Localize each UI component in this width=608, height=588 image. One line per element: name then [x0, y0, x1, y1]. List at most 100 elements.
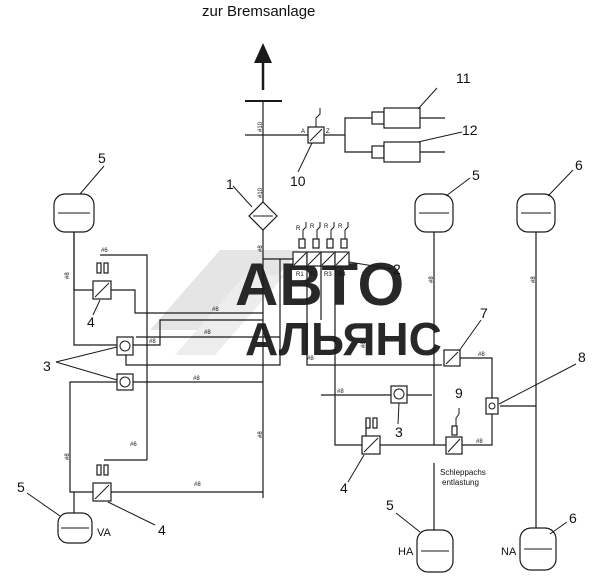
pipe-front-right-loop [100, 254, 148, 460]
callout-4c: 4 [158, 522, 166, 538]
check-valve-1 [248, 201, 278, 231]
callout-11: 11 [456, 70, 471, 86]
level-valve-4-right [361, 417, 381, 455]
pipe-label: #6 [101, 248, 108, 254]
note-line-1: Schleppachs [440, 468, 486, 477]
air-bellows-tag-upper [516, 193, 556, 233]
leader-1 [232, 185, 253, 208]
pipe-label: #8 [193, 376, 200, 382]
pipe-cross-2 [125, 259, 281, 366]
pipe-bellows-to-valve-4 [73, 232, 93, 291]
axle-label-na: NA [501, 546, 517, 558]
callout-2: 2 [393, 261, 401, 277]
callout-6b: 6 [569, 510, 577, 526]
arrow-up-icon [254, 43, 272, 90]
pipe-valve-3b-left [69, 381, 117, 493]
valve-8 [485, 397, 499, 415]
relay-valve-3c [390, 385, 408, 404]
pipe-label: #8 [476, 439, 483, 445]
port-r2: R2 [310, 272, 318, 278]
leader-3b [55, 361, 118, 381]
leader-8 [498, 363, 577, 405]
leader-4c [107, 501, 156, 526]
leader-2 [348, 261, 393, 270]
leader-4b [347, 454, 365, 483]
callout-12: 12 [462, 122, 478, 138]
leader-3a [55, 346, 118, 363]
leader-11 [417, 87, 438, 110]
watermark-text-2: АЛЬЯНС [245, 313, 442, 365]
pipe-valve-3a-to-main [133, 319, 263, 346]
pipe-to-cylinders [324, 117, 372, 153]
callout-9: 9 [455, 385, 463, 401]
title: zur Bremsanlage [202, 3, 315, 20]
callout-3a: 3 [43, 358, 51, 374]
leader-12 [417, 131, 463, 143]
callout-4b: 4 [340, 480, 348, 496]
leader-4a [92, 299, 101, 316]
callout-5c: 5 [472, 167, 480, 183]
callout-8: 8 [578, 349, 586, 365]
pipe-label: #8 [361, 341, 367, 348]
callout-3b: 3 [395, 424, 403, 440]
pipe-label: #8 [149, 339, 156, 345]
callout-7: 7 [480, 305, 488, 321]
pipe-label: #8 [429, 276, 435, 283]
pipe-left-to-valve-3a [73, 232, 117, 346]
watermark-logo-wing-2 [175, 275, 285, 355]
leader-5c [445, 177, 471, 197]
axle-label-va: VA [97, 527, 112, 539]
r-letter-1: R [296, 226, 301, 232]
leader-5d [395, 512, 421, 533]
cylinder-11 [371, 107, 445, 129]
callout-6a: 6 [575, 157, 583, 173]
air-bellows-tag-lower [519, 527, 557, 571]
callout-5a: 5 [98, 150, 106, 166]
valve-9 [445, 408, 463, 455]
leader-7 [458, 319, 482, 352]
leader-10 [297, 142, 313, 173]
leader-3c [397, 402, 400, 425]
callout-5d: 5 [386, 497, 394, 513]
pipe-valve-7-to-8 [460, 357, 493, 398]
pipe-label: #8 [258, 431, 264, 438]
leader-6a [547, 169, 574, 197]
leader-5b [26, 492, 61, 517]
relay-valve-3b [116, 373, 134, 391]
level-valve-4-upper: R1 [92, 262, 112, 300]
port-z: Z [326, 129, 330, 135]
note-line-2: entlastung [442, 478, 479, 487]
pipe-label: #8 [258, 245, 264, 252]
pipe-r3-to-valve-4 [334, 266, 362, 446]
cylinder-12 [371, 141, 445, 163]
pipe-label: #8 [65, 272, 71, 279]
pipe-label: #8 [204, 330, 211, 336]
callout-10: 10 [290, 173, 306, 189]
pipe-label: #8 [212, 307, 219, 313]
air-bellows-front-lower [57, 512, 93, 544]
pipe-label: #8 [65, 453, 71, 460]
callout-4a: 4 [87, 314, 95, 330]
r-letter-2: R [310, 224, 315, 230]
r-letter-4: R [338, 224, 343, 230]
port-r4: R4 [338, 272, 346, 278]
axle-label-ha: HA [398, 546, 414, 558]
relay-valve-3a [116, 336, 134, 356]
pipe-label: #8 [337, 389, 344, 395]
air-bellows-rear-upper [414, 193, 454, 233]
leader-6b [549, 521, 568, 535]
pipe-valve-9-to-8 [462, 414, 493, 446]
leader-5a [79, 165, 105, 195]
callout-5b: 5 [17, 479, 25, 495]
port-r1: R1 [296, 272, 304, 278]
air-bellows-front-upper [53, 193, 95, 233]
pipe-label: #10 [258, 121, 264, 132]
valve-10: A Z [301, 108, 330, 144]
callout-1: 1 [226, 176, 234, 192]
valve-7 [443, 349, 461, 367]
air-bellows-rear-lower [416, 529, 454, 573]
pipe-r2-down [306, 266, 442, 366]
pipe-label: #10 [258, 187, 264, 198]
pipe-valve-4-to-main [111, 289, 263, 314]
pipe-label: #8 [478, 352, 485, 358]
